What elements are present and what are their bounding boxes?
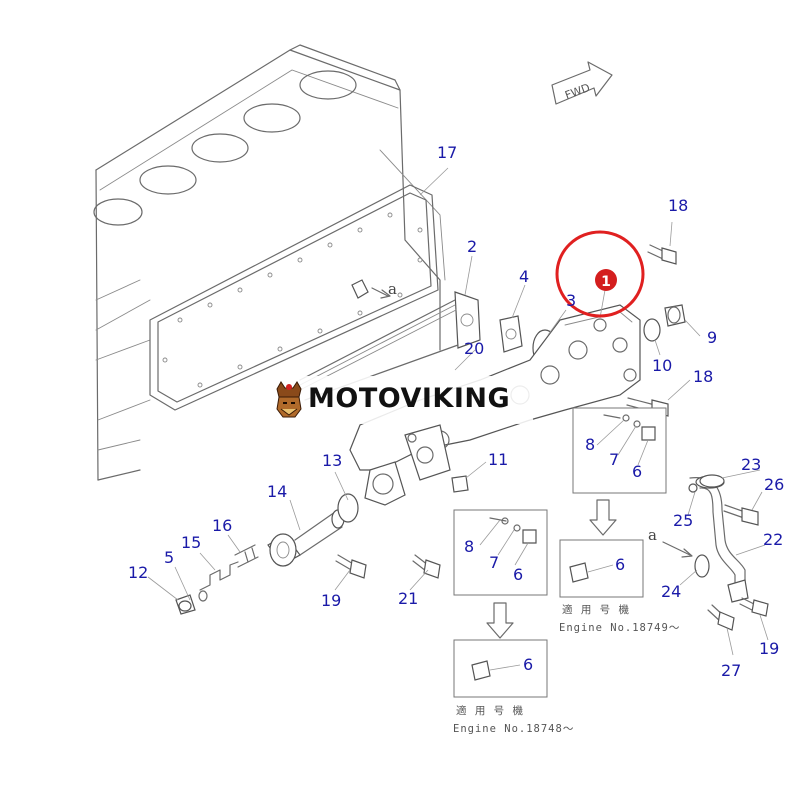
watermark-text: MOTOVIKING: [308, 383, 511, 414]
applicable-label-2: 適 用 号 機: [456, 704, 524, 717]
callout-7-upper: 7: [609, 450, 619, 469]
callout-27: 27: [721, 661, 741, 680]
callout-25: 25: [673, 511, 693, 530]
callout-4: 4: [519, 267, 529, 286]
callout-7-lower: 7: [489, 553, 499, 572]
callout-6-replacement-2: 6: [523, 655, 533, 674]
safety-valve-assembly: [175, 493, 359, 615]
o-ring-24: [694, 554, 710, 578]
callout-9: 9: [707, 328, 717, 347]
detail-box-2: [453, 509, 548, 596]
bolt-26: [723, 504, 759, 526]
callout-3: 3: [566, 291, 576, 310]
callout-11: 11: [488, 450, 508, 469]
forward-arrow: FWD: [551, 61, 613, 105]
callout-19-right: 19: [759, 639, 779, 658]
callout-17: 17: [437, 143, 457, 162]
ref-a-right: a: [648, 526, 657, 544]
callout-8-upper: 8: [585, 435, 595, 454]
callout-18-right: 18: [693, 367, 713, 386]
o-ring-23: [699, 474, 725, 488]
detail-box-1: [572, 407, 667, 494]
ref-a-top: a: [388, 280, 397, 298]
bolt-11: [451, 475, 469, 493]
part-1-highlight: 1: [555, 230, 645, 318]
engine-number-2: Engine No.18748～: [453, 723, 574, 735]
arrow-down-2: [486, 602, 514, 639]
callout-2: 2: [467, 237, 477, 256]
callout-22: 22: [763, 530, 783, 549]
callout-19-left: 19: [321, 591, 341, 610]
side-cover-gasket: [149, 184, 439, 411]
clip-25: [688, 483, 698, 493]
callout-16: 16: [212, 516, 232, 535]
callout-6-lower: 6: [513, 565, 523, 584]
leader-lines: [147, 167, 769, 671]
callout-13: 13: [322, 451, 342, 470]
arrow-down-1: [589, 499, 617, 536]
bolt-19-left: [335, 554, 367, 579]
bolt-18-top: [647, 244, 677, 265]
callout-5: 5: [164, 548, 174, 567]
callout-21: 21: [398, 589, 418, 608]
callout-numbers: 17 2 4 3 18 9 10 18 20 11 13 14 16 15 5 …: [128, 143, 784, 680]
callout-10: 10: [652, 356, 672, 375]
plug-a-top: [351, 279, 391, 299]
callout-18-top: 18: [668, 196, 688, 215]
ref-a-arrow-right: [662, 541, 693, 558]
callout-26: 26: [764, 475, 784, 494]
part-1-label: 1: [601, 274, 611, 290]
bolt-27: [707, 604, 735, 631]
gasket-4: [499, 315, 523, 353]
callout-20: 20: [464, 339, 484, 358]
engine-number-1: Engine No.18749～: [559, 622, 680, 634]
plug-9: [664, 304, 686, 327]
callout-6-upper: 6: [632, 462, 642, 481]
callout-14: 14: [267, 482, 287, 501]
water-pipe: [689, 475, 749, 603]
callout-24: 24: [661, 582, 681, 601]
watermark-banner: MOTOVIKING: [263, 376, 533, 424]
engine-block-outline: [93, 44, 446, 481]
callout-15: 15: [181, 533, 201, 552]
viking-logo: [276, 381, 302, 418]
bolt-19-right: [739, 597, 769, 617]
applicability-notes: 適 用 号 機 Engine No.18749～ 適 用 号 機 Engine …: [453, 603, 680, 735]
callout-6-replacement-1: 6: [615, 555, 625, 574]
applicable-label-1: 適 用 号 機: [562, 603, 630, 616]
callout-23: 23: [741, 455, 761, 474]
fwd-label: FWD: [563, 81, 592, 102]
o-ring-10: [643, 318, 661, 342]
bolt-21: [412, 554, 441, 579]
callout-12: 12: [128, 563, 148, 582]
callout-8-lower: 8: [464, 537, 474, 556]
